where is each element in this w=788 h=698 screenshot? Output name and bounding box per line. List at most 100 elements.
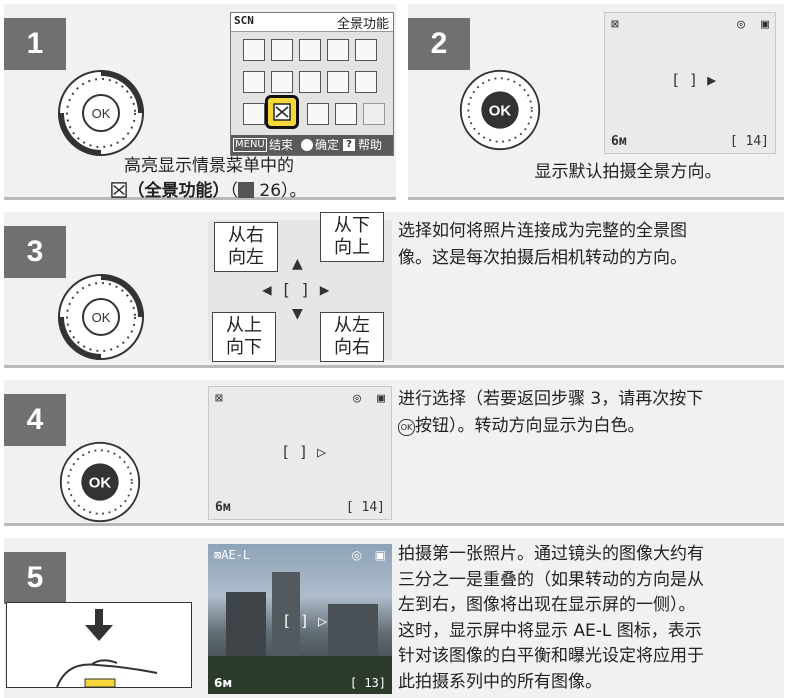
label-line: 从右 (228, 225, 264, 246)
panorama-assist-name: （全景功能） (127, 181, 230, 201)
text-line: 针对该图像的白平衡和曝光设定将应用于 (398, 646, 704, 666)
scene-icon (355, 71, 377, 93)
text-line: 进行选择（若要返回步骤 3，请再次按下 (398, 389, 704, 409)
step-number: 3 (4, 226, 66, 278)
exposures-remaining: [ 14] (345, 500, 385, 515)
text-line: 左到右，图像将出现在显示屏的一侧）。 (398, 595, 696, 615)
svg-text:OK: OK (92, 310, 111, 325)
step-3-panel: 3 OK ◀ [ ] ▶ ▲ ▼ 从右 向左 从下 向上 从上 向下 从左 向右… (4, 212, 784, 368)
help-label: 帮助 (358, 138, 383, 152)
up-arrow-icon: ▲ (292, 256, 303, 272)
multi-selector-dial-icon: OK (59, 441, 141, 523)
svg-text:OK: OK (89, 475, 112, 492)
ael-indicator: ⊠AE-L (214, 548, 251, 562)
multi-selector-dial-icon: OK (459, 69, 541, 151)
step-1-caption: 高亮显示情景菜单中的 （全景功能）（ 26）。 (44, 154, 374, 204)
scene-icon (327, 39, 349, 61)
step-2-panel: 2 OK ⊠ ◎ ▣ [ ] ▶ 6м [ 14] 显示默认拍摄全景方向。 (408, 4, 784, 200)
text-line: 选择如何将照片连接成为完整的全景图 (398, 221, 687, 241)
internal-memory-icon: ▣ (761, 17, 769, 32)
scene-menu-screen: SCN 全景功能 MENU 结束 (230, 12, 394, 156)
down-arrow-icon: ▼ (292, 306, 303, 322)
panorama-brackets: [ ] ▷ (281, 443, 327, 461)
ok-key-icon (301, 139, 313, 151)
panorama-brackets: [ ] ▷ (282, 612, 328, 630)
image-mode-icon: 6м (215, 500, 231, 515)
panorama-mode-icon: ⊠ (215, 391, 223, 406)
scene-icon (243, 103, 265, 125)
multi-selector-dial-icon: OK (58, 274, 144, 360)
scene-icon (335, 103, 357, 125)
monitor-screen: ⊠ ◎ ▣ [ ] ▶ 6м [ 14] (604, 12, 776, 154)
step-2-caption: 显示默认拍摄全景方向。 (534, 162, 722, 182)
panorama-brackets: [ ] ▶ (671, 71, 717, 89)
caption-line-1: 高亮显示情景菜单中的 (124, 156, 294, 176)
svg-text:OK: OK (92, 106, 111, 121)
direction-arrows: ◀ [ ] ▶ (262, 280, 330, 299)
label-line: 从左 (334, 315, 370, 336)
step-number: 2 (408, 18, 470, 70)
multi-selector-dial-icon: OK (58, 70, 144, 156)
caption-line-2: （全景功能）（ 26）。 (44, 179, 374, 204)
step-1-panel: 1 OK SCN 全景功能 (4, 4, 396, 201)
exposures-remaining: [ 13] (349, 676, 386, 690)
exposures-count: 14] (361, 500, 385, 515)
label-right-to-left: 从右 向左 (214, 222, 278, 272)
image-mode-icon: 6м (611, 134, 627, 149)
scene-icon (299, 71, 321, 93)
label-line: 向下 (226, 337, 262, 358)
scene-icon (363, 103, 385, 125)
flash-mode-icon: ◎ (737, 17, 745, 32)
scene-icon (307, 103, 329, 125)
label-bottom-to-top: 从下 向上 (320, 212, 384, 262)
trees (208, 656, 392, 694)
scene-icon (271, 71, 293, 93)
scene-icon (271, 39, 293, 61)
svg-text:OK: OK (489, 103, 512, 120)
internal-memory-icon: ▣ (374, 548, 386, 562)
label-line: 向左 (228, 247, 264, 268)
panorama-icon (273, 103, 291, 121)
menu-title: 全景功能 (336, 17, 389, 32)
exit-label: 结束 (269, 138, 294, 152)
page-reference-icon (237, 182, 254, 198)
exposures-count: 13] (364, 676, 386, 690)
text-line: 像。这是每次拍摄后相机转动的方向。 (398, 248, 687, 268)
menu-key-label: MENU (233, 138, 267, 152)
text-line: 三分之一是重叠的（如果转动的方向是从 (398, 569, 704, 590)
monitor-screen: ⊠ ◎ ▣ [ ] ▷ 6м [ 14] (208, 386, 392, 520)
image-mode-icon: 6м (214, 676, 233, 690)
flash-mode-icon: ◎ (351, 548, 362, 562)
page-reference: 26 (259, 181, 282, 201)
step-4-panel: 4 OK ⊠ ◎ ▣ [ ] ▷ 6м [ 14] 进行选择（若要返回步骤 3，… (4, 380, 784, 526)
help-icon: ? (343, 139, 355, 151)
step-number: 4 (4, 394, 66, 446)
scene-label: SCN (234, 14, 254, 27)
step-number: 5 (4, 552, 66, 604)
text-line: 拍摄第一张照片。通过镜头的图像大约有 (398, 544, 704, 564)
exposures-count: 14] (745, 134, 769, 149)
direction-diagram: ◀ [ ] ▶ ▲ ▼ 从右 向左 从下 向上 从上 向下 从左 向右 (208, 212, 392, 362)
label-line: 向右 (334, 337, 370, 358)
flash-mode-icon: ◎ (353, 391, 361, 406)
exposures-remaining: [ 14] (729, 134, 769, 149)
ok-button-icon: OK (398, 419, 415, 436)
internal-memory-icon: ▣ (377, 391, 385, 406)
label-line: 从上 (226, 315, 262, 336)
label-line: 向上 (334, 237, 370, 258)
text-line: 此拍摄系列中的所有图像。 (398, 671, 602, 692)
scene-icon (355, 39, 377, 61)
step-number: 1 (4, 18, 66, 70)
panorama-assist-highlight (265, 95, 299, 129)
monitor-photo-screen: ⊠AE-L ◎ ▣ [ ] ▷ 6м [ 13] (208, 544, 392, 694)
ael-text: AE-L (221, 548, 251, 562)
press-shutter-icon (56, 609, 158, 688)
scene-icon-grid (243, 39, 389, 129)
caption-end: ）。 (281, 181, 307, 201)
menu-footer: MENU 结束 确定 ? 帮助 (231, 135, 393, 155)
step-5-text: 拍摄第一张照片。通过镜头的图像大约有 三分之一是重叠的（如果转动的方向是从 左到… (398, 542, 782, 695)
text-line: 按钮）。转动方向显示为白色。 (415, 416, 645, 436)
label-top-to-bottom: 从上 向下 (212, 312, 276, 362)
